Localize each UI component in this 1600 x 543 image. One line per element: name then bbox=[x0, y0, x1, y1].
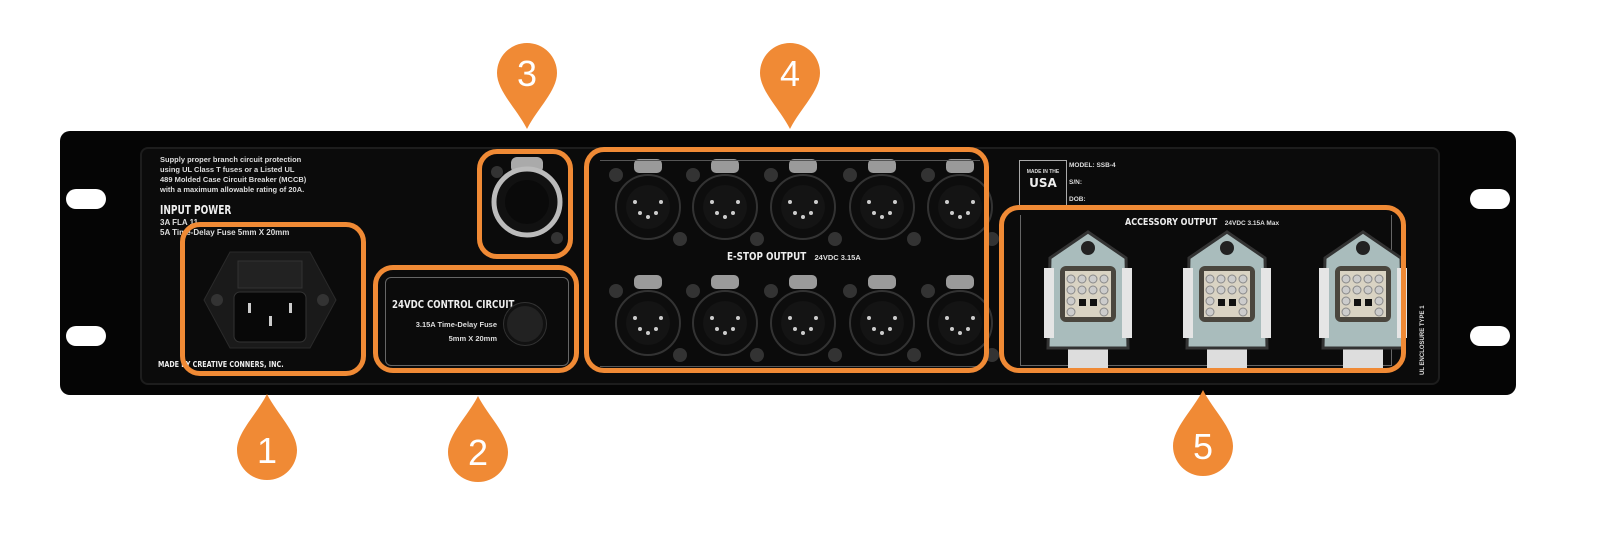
highlight-control-circuit bbox=[373, 265, 579, 373]
rack-ear-hole bbox=[1470, 326, 1510, 346]
callout-pin-shape bbox=[448, 396, 508, 482]
callout-number: 1 bbox=[257, 430, 277, 471]
warning-line: with a maximum allowable rating of 20A. bbox=[160, 185, 305, 194]
callout-pin-5: 5 bbox=[1173, 390, 1233, 476]
xlr-connector[interactable] bbox=[761, 271, 845, 367]
highlight-ethernet bbox=[477, 149, 573, 259]
serial-label: MODEL: SSB-4 S/N: DOB: bbox=[1069, 157, 1116, 208]
spec-line: 5mm X 20mm bbox=[448, 334, 497, 343]
warning-text: Supply proper branch circuit protection … bbox=[160, 155, 306, 195]
control-circuit-plate bbox=[385, 277, 569, 366]
callout-pin-3: 3 bbox=[497, 43, 557, 129]
xlr-connector[interactable] bbox=[840, 155, 924, 251]
highlight-estop-output bbox=[584, 147, 989, 373]
fuse-holder[interactable] bbox=[504, 303, 546, 345]
ethernet-connector[interactable] bbox=[485, 152, 569, 252]
highlight-accessory-output bbox=[999, 205, 1406, 373]
callout-pin-2: 2 bbox=[448, 396, 508, 482]
serial-number-text: S/N: bbox=[1069, 179, 1082, 186]
rack-ear-hole bbox=[66, 189, 106, 209]
callout-number: 4 bbox=[780, 53, 800, 94]
xlr-connector[interactable] bbox=[683, 155, 767, 251]
accessory-connector[interactable] bbox=[1040, 228, 1136, 368]
input-power-specs: 3A FLA 11 5A Time-Delay Fuse 5mm X 20mm bbox=[160, 218, 289, 238]
iec-power-inlet[interactable] bbox=[200, 248, 340, 353]
made-in-usa-badge: MADE IN THE USA bbox=[1019, 160, 1067, 208]
warning-line: 489 Molded Case Circuit Breaker (MCCB) bbox=[160, 175, 307, 184]
spec-line: 3A FLA 11 bbox=[160, 218, 199, 227]
callout-pin-shape bbox=[497, 43, 557, 129]
warning-line: Supply proper branch circuit protection bbox=[160, 155, 302, 164]
xlr-connector[interactable] bbox=[918, 271, 1002, 367]
made-in-big: USA bbox=[1029, 176, 1057, 190]
enclosure-text: UL ENCLOSURE TYPE 1 bbox=[1420, 305, 1426, 375]
callout-number: 5 bbox=[1193, 426, 1213, 467]
made-in-small: MADE IN THE bbox=[1026, 169, 1060, 175]
xlr-connector[interactable] bbox=[606, 155, 690, 251]
estop-title: E-STOP OUTPUT bbox=[727, 250, 807, 263]
estop-label: E-STOP OUTPUT 24VDC 3.15A bbox=[727, 247, 861, 265]
accessory-label: ACCESSORY OUTPUT 24VDC 3.15A Max bbox=[1125, 212, 1279, 230]
callout-pin-shape bbox=[760, 43, 820, 129]
xlr-connector[interactable] bbox=[840, 271, 924, 367]
highlight-input-power bbox=[180, 222, 366, 376]
accessory-rating: 24VDC 3.15A Max bbox=[1224, 220, 1280, 227]
callout-pin-shape bbox=[1173, 390, 1233, 476]
rack-ear-hole bbox=[1470, 189, 1510, 209]
callout-pin-4: 4 bbox=[760, 43, 820, 129]
warning-line: using UL Class T fuses or a Listed UL bbox=[160, 165, 295, 174]
input-power-title: INPUT POWER bbox=[160, 203, 232, 217]
callout-pin-shape bbox=[237, 394, 297, 480]
xlr-connector[interactable] bbox=[918, 155, 1002, 251]
callout-pin-1: 1 bbox=[237, 394, 297, 480]
callout-number: 2 bbox=[468, 432, 488, 473]
accessory-connector[interactable] bbox=[1179, 228, 1275, 368]
spec-line: 5A Time-Delay Fuse 5mm X 20mm bbox=[160, 228, 290, 237]
xlr-connector[interactable] bbox=[761, 155, 845, 251]
maker-text: MADE BY CREATIVE CONNERS, INC. bbox=[158, 360, 284, 369]
accessory-title: ACCESSORY OUTPUT bbox=[1125, 217, 1218, 228]
dob-text: DOB: bbox=[1069, 196, 1086, 203]
xlr-connector[interactable] bbox=[606, 271, 690, 367]
estop-plate bbox=[600, 160, 980, 367]
control-circuit-title: 24VDC CONTROL CIRCUIT bbox=[392, 298, 515, 311]
rack-ear-hole bbox=[66, 326, 106, 346]
xlr-connector[interactable] bbox=[683, 271, 767, 367]
model-text: MODEL: SSB-4 bbox=[1069, 162, 1116, 169]
estop-rating: 24VDC 3.15A bbox=[814, 253, 861, 262]
callout-number: 3 bbox=[517, 53, 537, 94]
spec-line: 3.15A Time-Delay Fuse bbox=[415, 320, 497, 329]
control-circuit-specs: 3.15A Time-Delay Fuse 5mm X 20mm bbox=[392, 318, 497, 346]
